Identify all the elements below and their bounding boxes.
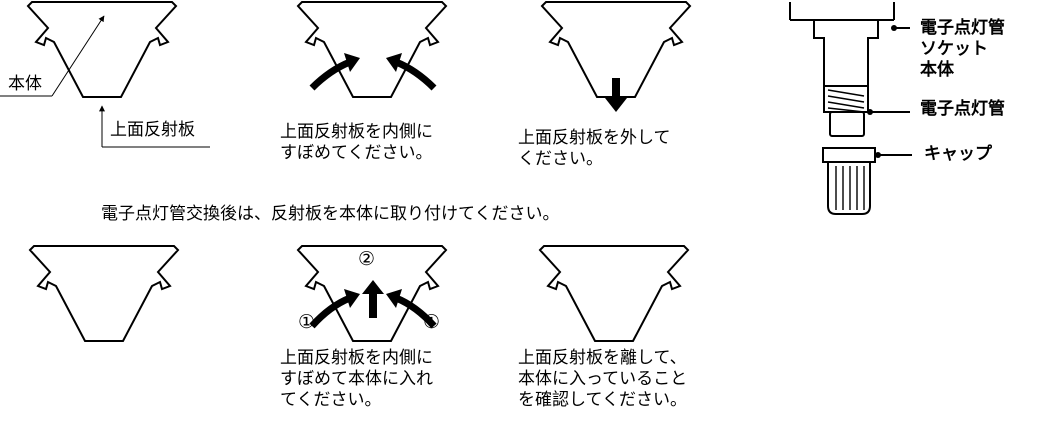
middle-instruction: 電子点灯管交換後は、反射板を本体に取り付けてください。: [101, 204, 560, 224]
step3-caption: 上面反射板を内側に すぼめて本体に入れ てください。: [280, 348, 433, 410]
step4-caption: 上面反射板を離して、 本体に入っていること を確認してください。: [518, 348, 688, 410]
inward-arrow-icon: [309, 58, 352, 91]
reflector-diagram-3: [541, 1, 691, 112]
inward-arrow-icon: [309, 294, 352, 329]
up-arrow-icon: [362, 280, 384, 318]
step-marker-1-right: ①: [423, 311, 441, 333]
body-leader-line: [51, 15, 105, 97]
coil-spring: [827, 89, 865, 113]
step-marker-2: ②: [358, 248, 376, 270]
socket-label: 電子点灯管 ソケット 本体: [920, 18, 1005, 80]
reflector-diagram-5: [297, 245, 447, 342]
reflector-diagram-2: [297, 1, 447, 98]
inward-arrow-icon: [394, 294, 437, 329]
starter-assembly-diagram: [789, 2, 912, 215]
cap-label: キャップ: [924, 144, 992, 164]
step1-caption: 上面反射板を内側に すぼめてください。: [280, 122, 433, 163]
down-arrow-icon: [605, 78, 627, 112]
reflector-diagram-6: [539, 245, 689, 342]
step2-caption: 上面反射板を外して ください。: [518, 128, 671, 169]
top-reflector-label: 上面反射板: [110, 120, 195, 140]
step-marker-1-left: ①: [298, 311, 316, 333]
reflector-diagram-1: [0, 1, 210, 148]
reflector-diagram-4: [29, 245, 179, 342]
inward-arrow-icon: [394, 58, 437, 91]
body-label: 本体: [8, 74, 42, 94]
starter-label: 電子点灯管: [920, 99, 1005, 119]
